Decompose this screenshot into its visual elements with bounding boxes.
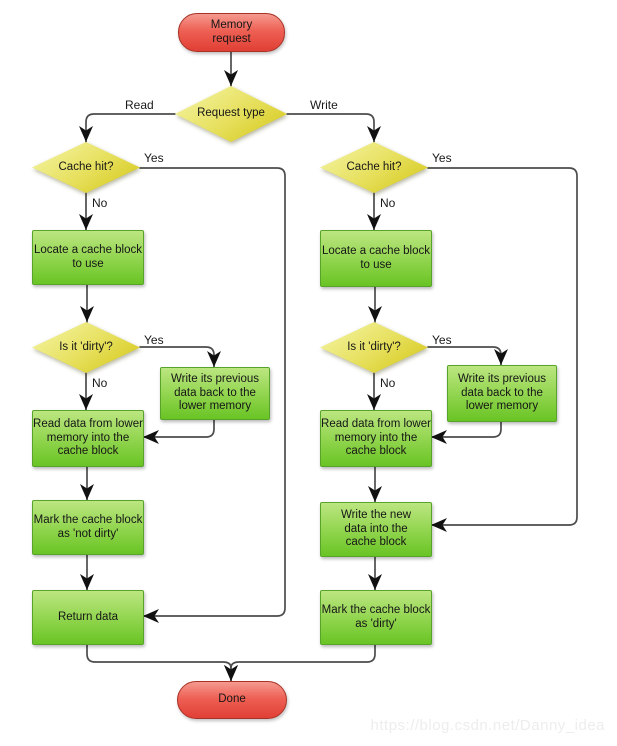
node-locate-block-left: Locate a cache block to use xyxy=(32,230,144,285)
node-label: Cache hit? xyxy=(346,160,402,173)
edge-label-read: Read xyxy=(125,98,154,112)
edge-left-dirty-yes xyxy=(139,346,221,368)
node-label: Memory request xyxy=(210,18,253,45)
edge-left-writeprev-to-readdata xyxy=(142,417,215,444)
node-is-dirty-right: Is it 'dirty'? xyxy=(320,322,428,373)
node-locate-block-right: Locate a cache block to use xyxy=(320,230,432,287)
edge-left-return-to-done xyxy=(86,642,238,682)
edge-label-yes: Yes xyxy=(144,151,164,165)
node-label: Request type xyxy=(197,107,265,120)
node-write-previous-right: Write its previous data back to the lowe… xyxy=(447,365,557,422)
edge-right-dirty-yes xyxy=(427,346,508,366)
node-label: Read data from lower memory into the cac… xyxy=(321,417,431,458)
node-label: Locate a cache block to use xyxy=(33,243,143,270)
node-is-dirty-left: Is it 'dirty'? xyxy=(32,322,140,373)
edge-label-yes: Yes xyxy=(432,333,452,347)
node-label: Write its previous data back to the lowe… xyxy=(171,372,259,413)
node-label: Done xyxy=(218,693,246,706)
node-write-previous-left: Write its previous data back to the lowe… xyxy=(160,367,270,420)
node-label: Read data from lower memory into the cac… xyxy=(33,417,143,458)
node-label: Is it 'dirty'? xyxy=(347,340,401,353)
node-cache-hit-right: Cache hit? xyxy=(320,142,428,193)
node-request-type: Request type xyxy=(175,86,287,142)
node-return-data: Return data xyxy=(32,590,144,645)
node-mark-not-dirty: Mark the cache block as 'not dirty' xyxy=(32,500,144,555)
node-cache-hit-left: Cache hit? xyxy=(32,142,140,193)
edge-left-cache-hit-yes xyxy=(139,167,286,623)
node-label: Write the new data into the cache block xyxy=(340,508,412,549)
node-write-new-data: Write the new data into the cache block xyxy=(320,502,432,557)
edge-right-cache-hit-yes xyxy=(427,167,578,532)
edge-label-no: No xyxy=(380,376,396,390)
watermark-url: https://blog.csdn.net/Danny_idea xyxy=(370,717,605,734)
edge-label-yes: Yes xyxy=(432,151,452,165)
node-done: Done xyxy=(177,681,287,719)
node-read-data-right: Read data from lower memory into the cac… xyxy=(320,410,432,467)
edge-label-no: No xyxy=(92,376,108,390)
edge-request-type-write xyxy=(286,113,381,143)
node-label: Cache hit? xyxy=(58,160,114,173)
node-read-data-left: Read data from lower memory into the cac… xyxy=(32,410,144,467)
node-label: Mark the cache block as 'not dirty' xyxy=(33,513,143,540)
node-label: Return data xyxy=(57,610,119,623)
node-label: Locate a cache block to use xyxy=(321,244,431,271)
node-memory-request: Memory request xyxy=(178,13,285,52)
node-label: Write its previous data back to the lowe… xyxy=(458,372,546,413)
node-label: Is it 'dirty'? xyxy=(59,340,113,353)
edge-right-mark-to-done xyxy=(224,642,376,682)
edge-label-yes: Yes xyxy=(144,333,164,347)
edge-label-no: No xyxy=(92,196,108,210)
edge-right-writeprev-to-readdata xyxy=(430,419,502,444)
edge-label-no: No xyxy=(380,196,396,210)
edge-label-write: Write xyxy=(310,98,338,112)
node-label: Mark the cache block as 'dirty' xyxy=(321,603,431,630)
node-mark-dirty: Mark the cache block as 'dirty' xyxy=(320,590,432,645)
edge-request-type-read xyxy=(79,113,176,143)
